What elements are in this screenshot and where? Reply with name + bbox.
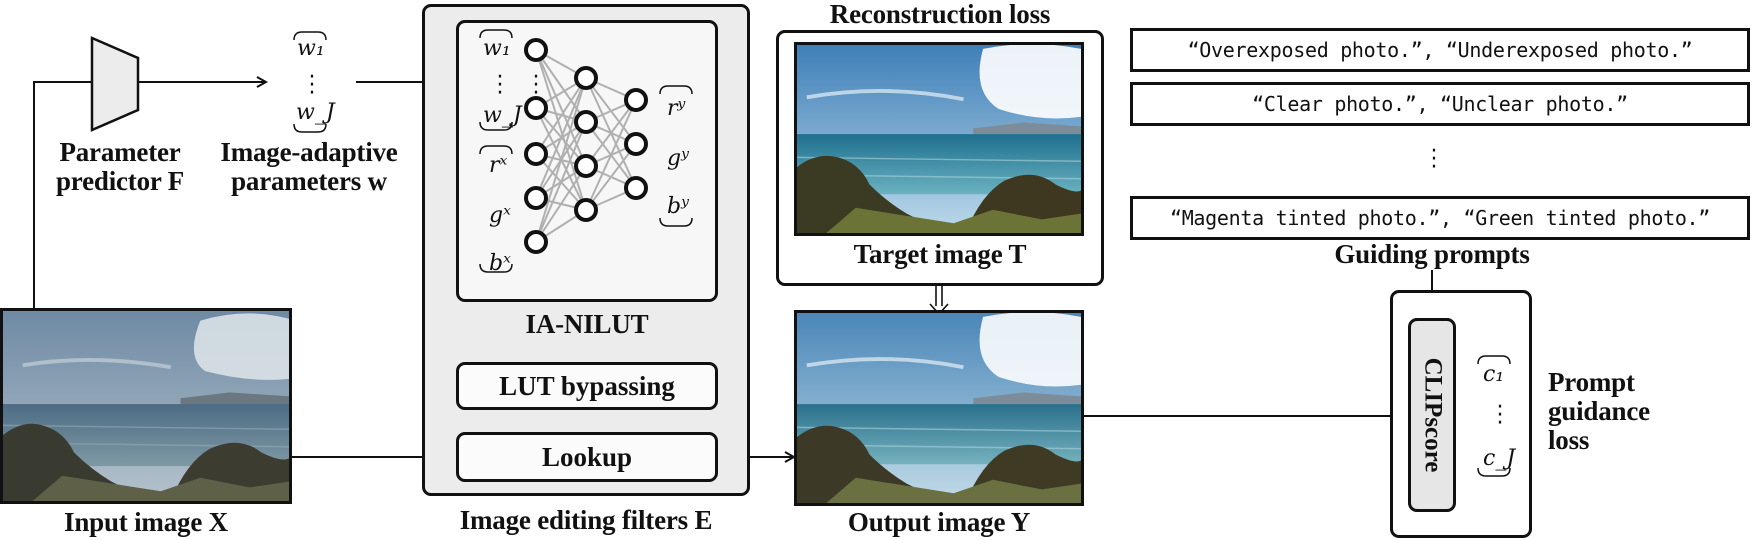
nn-output-node [624, 176, 648, 200]
nn-edge [585, 143, 637, 211]
c-vdots: ··· [1496, 395, 1504, 436]
target-image-label: Target image T [853, 239, 1027, 269]
c-vector-brackets [1477, 355, 1511, 477]
nn-input-node [524, 186, 548, 210]
param-vdots: ··· [308, 65, 316, 106]
reconstruction-loss-label: Reconstruction loss [829, 0, 1051, 29]
nn-hidden-node [574, 198, 598, 222]
c1: c₁ [1483, 362, 1505, 387]
nn-edge [535, 77, 587, 155]
nn-edge [535, 165, 587, 243]
nilut-gy: gʸ [667, 146, 689, 171]
nilut-bx: bˣ [489, 251, 511, 276]
nilut-node-vdots: ··· [532, 65, 540, 106]
nn-output-node [624, 88, 648, 112]
nn-hidden-node [574, 66, 598, 90]
guiding-prompts-label: Guiding prompts [1334, 239, 1530, 269]
nilut-input-vdots: ··· [496, 65, 504, 106]
input-image-label: Input image X [64, 507, 228, 537]
nilut-gx: gˣ [489, 203, 511, 228]
ia-nilut-network [524, 38, 648, 254]
nn-edge [585, 99, 637, 211]
output-image-label: Output image Y [847, 507, 1031, 537]
lut-bypassing-box: LUT bypassing [456, 362, 718, 410]
nn-edge [535, 49, 587, 123]
prompt-overexposed: “Overexposed photo.”, “Underexposed phot… [1130, 28, 1750, 72]
nn-edge [535, 77, 587, 243]
nilut-rx: rˣ [489, 153, 508, 178]
output-photo-seascape [797, 313, 1081, 503]
nilut-ry: rʸ [667, 96, 686, 121]
clipscore-box: CLIPscore [1408, 318, 1456, 512]
nn-input-node [524, 38, 548, 62]
image-adaptive-label: Image-adaptive parameters w [220, 137, 398, 196]
parameter-predictor-shape [90, 36, 140, 132]
nn-edge [585, 99, 637, 167]
nn-hidden-node [574, 154, 598, 178]
nn-output-node [624, 132, 648, 156]
image-editing-filters-label: Image editing filters E [459, 505, 713, 535]
cJ: c_J [1483, 446, 1516, 471]
prompt-vdots: ··· [1430, 139, 1438, 180]
nn-edge [535, 49, 587, 167]
parameter-predictor-label: Parameter predictor F [55, 137, 185, 196]
nn-input-node [524, 142, 548, 166]
lookup-box: Lookup [456, 432, 718, 482]
nn-edge [535, 77, 587, 199]
arrow-input-to-predictor [33, 81, 92, 308]
nilut-input-brackets [479, 29, 513, 273]
ia-nilut-label: IA-NILUT [525, 309, 649, 339]
prompt-guidance-loss-label: Prompt guidance loss [1548, 367, 1650, 455]
input-photo-seascape [3, 311, 289, 501]
nn-input-node [524, 96, 548, 120]
output-image [794, 310, 1084, 506]
input-image [0, 308, 292, 504]
prompt-clear: “Clear photo.”, “Unclear photo.” [1130, 82, 1750, 126]
nn-input-node [524, 230, 548, 254]
nilut-by: bʸ [667, 194, 689, 219]
prompt-magenta: “Magenta tinted photo.”, “Green tinted p… [1130, 196, 1750, 240]
nilut-w1: w₁ [483, 36, 511, 61]
target-photo-seascape [797, 45, 1081, 233]
nn-edge [535, 49, 587, 211]
param-wJ: w_J [296, 100, 335, 125]
nn-hidden-node [574, 110, 598, 134]
target-image [794, 42, 1084, 236]
param-vector-brackets [293, 31, 327, 133]
nilut-wJ: w_J [483, 103, 522, 128]
nilut-output-brackets [659, 85, 693, 227]
nn-edge [535, 121, 587, 243]
param-w1: w₁ [297, 36, 325, 61]
